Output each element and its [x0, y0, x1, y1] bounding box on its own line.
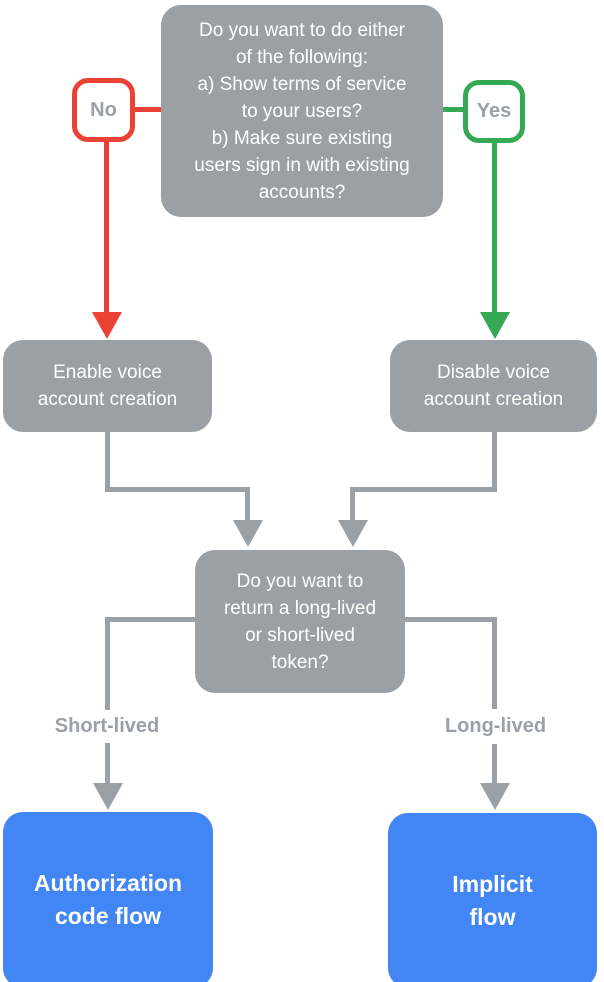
short-lived-label: Short-lived: [22, 710, 192, 743]
long-lived-label: Long-lived: [411, 709, 580, 744]
disable-voice-account-creation-box: Disable voice account creation: [390, 340, 597, 432]
short-lived-connector-down: [105, 617, 110, 785]
yes-connector-vertical: [492, 141, 497, 314]
enable-connector-down: [105, 432, 110, 492]
disable-connector-across: [350, 487, 497, 492]
no-arrowhead-icon: [92, 312, 122, 339]
implicit-flow-box: Implicit flow: [388, 813, 597, 982]
enable-voice-account-creation-box: Enable voice account creation: [3, 340, 212, 432]
yes-badge: Yes: [463, 80, 525, 143]
enable-connector-across: [105, 487, 250, 492]
short-lived-arrowhead-icon: [93, 783, 123, 810]
disable-connector-down: [492, 432, 497, 492]
no-connector-horizontal: [135, 107, 161, 112]
decision-question-box: Do you want to do either of the followin…: [161, 5, 443, 217]
token-question-box: Do you want to return a long-lived or sh…: [195, 550, 405, 693]
no-badge: No: [72, 78, 135, 142]
long-lived-connector-down: [492, 617, 497, 785]
enable-connector-into: [245, 487, 250, 522]
disable-connector-into: [350, 487, 355, 522]
enable-arrowhead-icon: [233, 520, 263, 547]
yes-arrowhead-icon: [480, 312, 510, 339]
disable-arrowhead-icon: [338, 520, 368, 547]
no-connector-vertical: [104, 140, 109, 314]
yes-connector-horizontal: [443, 107, 463, 112]
short-lived-connector-across: [105, 617, 195, 622]
long-lived-arrowhead-icon: [480, 783, 510, 810]
long-lived-connector-across: [405, 617, 497, 622]
authorization-code-flow-box: Authorization code flow: [3, 812, 213, 982]
